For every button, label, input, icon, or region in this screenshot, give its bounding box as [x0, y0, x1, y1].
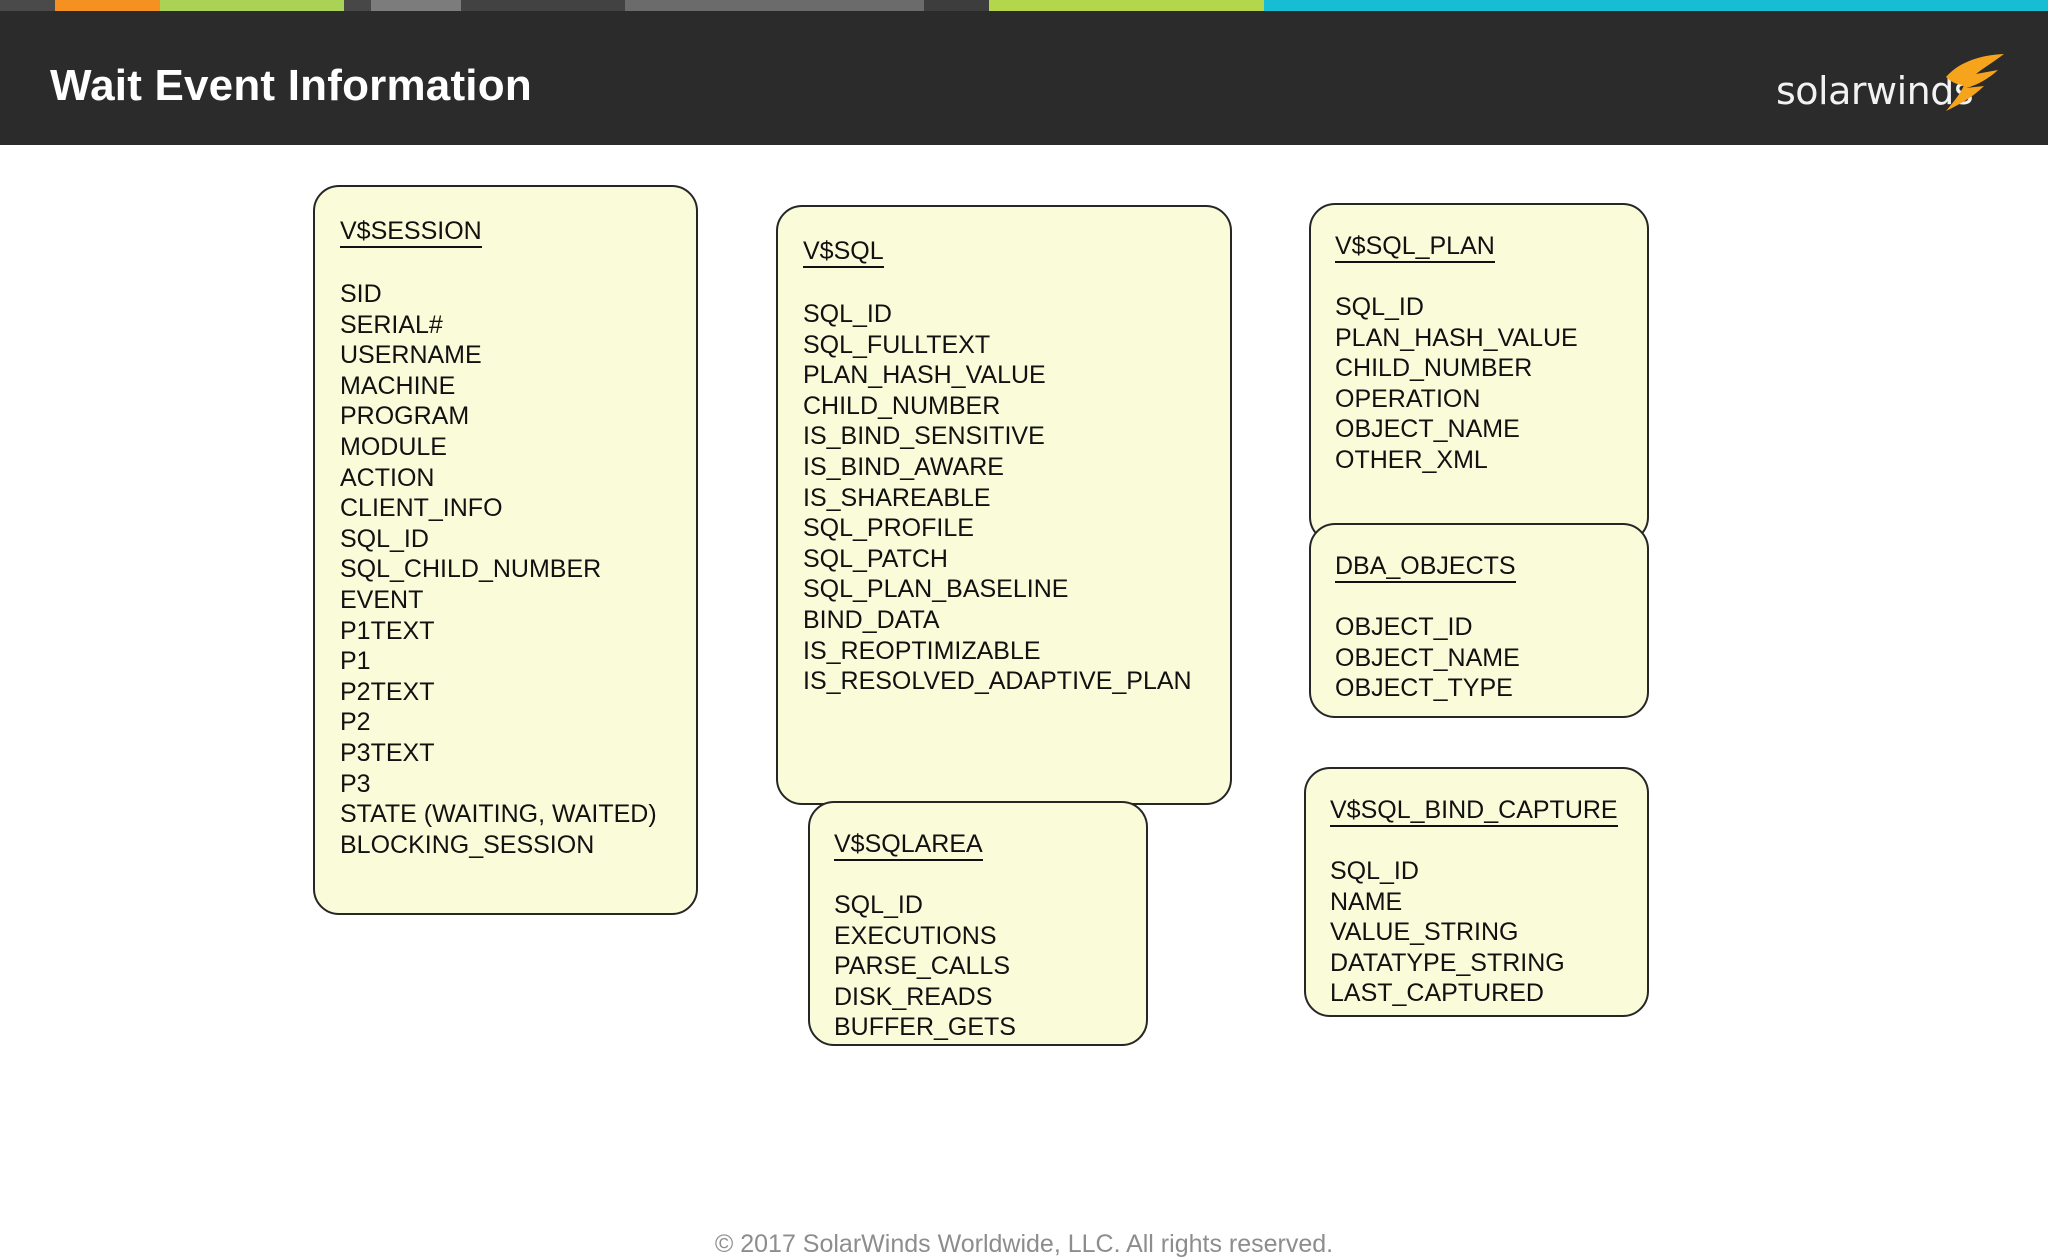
field-item: STATE (WAITING, WAITED) — [340, 800, 657, 829]
field-item: DISK_READS — [834, 982, 993, 1011]
field-item: OTHER_XML — [1335, 445, 1488, 474]
field-item: IS_BIND_AWARE — [803, 452, 1004, 481]
field-item: MODULE — [340, 432, 447, 461]
field-item: SID — [340, 280, 382, 308]
slide-body: V$SESSION SID SERIAL# USERNAME MACHINE P… — [0, 145, 2048, 1258]
field-item: USERNAME — [340, 341, 482, 370]
entity-title-vsqlarea: V$SQLAREA — [834, 831, 983, 862]
field-item: IS_BIND_SENSITIVE — [803, 422, 1045, 451]
field-item: OBJECT_ID — [1335, 613, 1473, 641]
accent-segment-gray-light — [370, 0, 461, 11]
field-item: SQL_ID — [340, 524, 429, 553]
field-item: CHILD_NUMBER — [803, 391, 1001, 420]
entity-fields-dbaobjects: OBJECT_ID OBJECT_NAME OBJECT_TYPE — [1335, 612, 1520, 704]
entity-title-bindcapture: V$SQL_BIND_CAPTURE — [1330, 797, 1618, 828]
accent-segment-dark-3 — [460, 0, 625, 11]
solarwinds-logo: solarwinds — [1756, 53, 2006, 119]
entity-box-bindcapture: V$SQL_BIND_CAPTURE SQL_ID NAME VALUE_STR… — [1304, 767, 1649, 1017]
field-item: P1TEXT — [340, 616, 435, 645]
field-item: PLAN_HASH_VALUE — [803, 361, 1046, 390]
entity-box-vsession: V$SESSION SID SERIAL# USERNAME MACHINE P… — [313, 185, 698, 915]
entity-title-vsql: V$SQL — [803, 238, 884, 269]
entity-title-dbaobjects: DBA_OBJECTS — [1335, 553, 1516, 584]
entity-box-dbaobjects: DBA_OBJECTS OBJECT_ID OBJECT_NAME OBJECT… — [1309, 523, 1649, 718]
entity-fields-vsqlplan: SQL_ID PLAN_HASH_VALUE CHILD_NUMBER OPER… — [1335, 292, 1578, 476]
field-item: P3TEXT — [340, 738, 435, 767]
accent-segment-dark-4 — [923, 0, 990, 11]
field-item: OBJECT_NAME — [1335, 643, 1520, 672]
accent-segment-cyan — [1263, 0, 2048, 11]
field-item: EXECUTIONS — [834, 921, 997, 950]
field-item: MACHINE — [340, 371, 456, 400]
field-item: SQL_PATCH — [803, 544, 948, 573]
top-accent-bar — [0, 0, 2048, 11]
field-item: SQL_CHILD_NUMBER — [340, 555, 602, 584]
entity-box-vsql: V$SQL SQL_ID SQL_FULLTEXT PLAN_HASH_VALU… — [776, 205, 1232, 805]
field-item: PLAN_HASH_VALUE — [1335, 323, 1578, 352]
entity-title-vsession: V$SESSION — [340, 218, 482, 249]
field-item: OBJECT_TYPE — [1335, 674, 1513, 703]
field-item: SQL_ID — [803, 300, 892, 328]
field-item: CLIENT_INFO — [340, 494, 503, 523]
entity-box-vsqlarea: V$SQLAREA SQL_ID EXECUTIONS PARSE_CALLS … — [808, 801, 1148, 1046]
field-item: BIND_DATA — [803, 605, 940, 634]
field-item: VALUE_STRING — [1330, 918, 1519, 947]
field-item: SQL_FULLTEXT — [803, 330, 991, 359]
accent-segment-green-2 — [989, 0, 1264, 11]
slide-header: Wait Event Information solarwinds — [0, 11, 2048, 145]
field-item: SQL_ID — [834, 891, 923, 919]
field-item: DATATYPE_STRING — [1330, 948, 1565, 977]
accent-segment-dark-1 — [0, 0, 56, 11]
field-item: ACTION — [340, 463, 435, 492]
field-item: IS_RESOLVED_ADAPTIVE_PLAN — [803, 667, 1192, 696]
field-item: EVENT — [340, 585, 424, 614]
entity-fields-vsqlarea: SQL_ID EXECUTIONS PARSE_CALLS DISK_READS… — [834, 890, 1016, 1043]
entity-fields-bindcapture: SQL_ID NAME VALUE_STRING DATATYPE_STRING… — [1330, 856, 1565, 1009]
entity-fields-vsql: SQL_ID SQL_FULLTEXT PLAN_HASH_VALUE CHIL… — [803, 299, 1192, 697]
field-item: SQL_PROFILE — [803, 514, 974, 543]
field-item: BUFFER_GETS — [834, 1013, 1016, 1042]
field-item: BLOCKING_SESSION — [340, 830, 595, 859]
field-item: IS_REOPTIMIZABLE — [803, 636, 1041, 665]
accent-segment-dark-2 — [344, 0, 371, 11]
field-item: OBJECT_NAME — [1335, 415, 1520, 444]
field-item: LAST_CAPTURED — [1330, 979, 1544, 1008]
solarwinds-swoosh-icon — [1946, 54, 2004, 111]
field-item: PROGRAM — [340, 402, 470, 431]
footer-copyright: © 2017 SolarWinds Worldwide, LLC. All ri… — [714, 1230, 1334, 1258]
field-item: P3 — [340, 769, 371, 798]
field-item: IS_SHAREABLE — [803, 483, 991, 512]
field-item: PARSE_CALLS — [834, 952, 1011, 981]
field-item: SQL_ID — [1335, 293, 1424, 321]
field-item: P1 — [340, 647, 371, 676]
field-item: P2 — [340, 708, 371, 737]
accent-segment-green-1 — [159, 0, 345, 11]
entity-box-vsqlplan: V$SQL_PLAN SQL_ID PLAN_HASH_VALUE CHILD_… — [1309, 203, 1649, 543]
accent-segment-orange — [55, 0, 160, 11]
accent-segment-gray-mid — [624, 0, 924, 11]
field-item: SERIAL# — [340, 310, 443, 339]
field-item: P2TEXT — [340, 677, 435, 706]
field-item: SQL_PLAN_BASELINE — [803, 575, 1069, 604]
solarwinds-wordmark: solarwinds — [1776, 69, 1974, 113]
field-item: SQL_ID — [1330, 857, 1419, 885]
field-item: CHILD_NUMBER — [1335, 354, 1533, 383]
page-title: Wait Event Information — [50, 61, 532, 110]
field-item: NAME — [1330, 887, 1403, 916]
field-item: OPERATION — [1335, 384, 1481, 413]
entity-title-vsqlplan: V$SQL_PLAN — [1335, 233, 1495, 264]
entity-fields-vsession: SID SERIAL# USERNAME MACHINE PROGRAM MOD… — [340, 279, 657, 860]
